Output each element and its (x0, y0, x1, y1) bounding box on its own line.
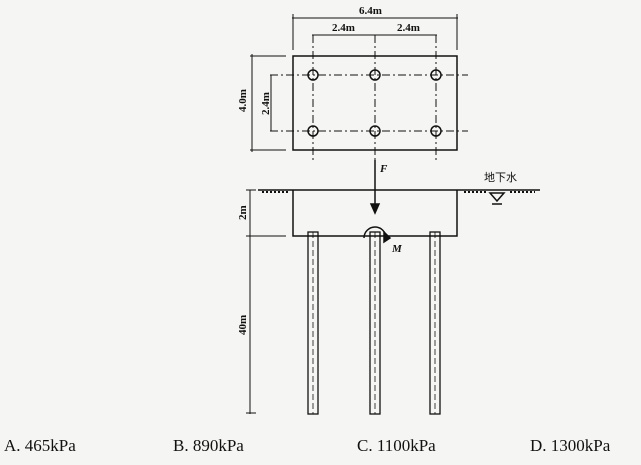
piles (307, 231, 441, 415)
dim-2.4m-rows: 2.4m (260, 92, 272, 115)
option-d[interactable]: D. 1300kPa (530, 436, 611, 455)
option-c[interactable]: C. 1100kPa (357, 436, 436, 455)
groundwater-label: 地下水 (484, 171, 517, 184)
force-label: F (379, 163, 388, 175)
dim-6.4m: 6.4m (359, 5, 382, 17)
moment-label: M (391, 243, 403, 255)
option-a[interactable]: A. 465kPa (4, 436, 76, 455)
dim-2m: 2m (237, 205, 249, 220)
dimension-lines (250, 14, 458, 152)
option-b[interactable]: B. 890kPa (173, 436, 244, 455)
dim-2.4m-b: 2.4m (397, 22, 420, 34)
dim-4.0m: 4.0m (237, 89, 249, 112)
water-table-symbol (488, 192, 506, 205)
plan-view (250, 14, 468, 160)
dim-40m: 40m (237, 315, 249, 335)
dim-2.4m-a: 2.4m (332, 22, 355, 34)
section-view (246, 160, 540, 415)
pile-markers (307, 69, 442, 137)
